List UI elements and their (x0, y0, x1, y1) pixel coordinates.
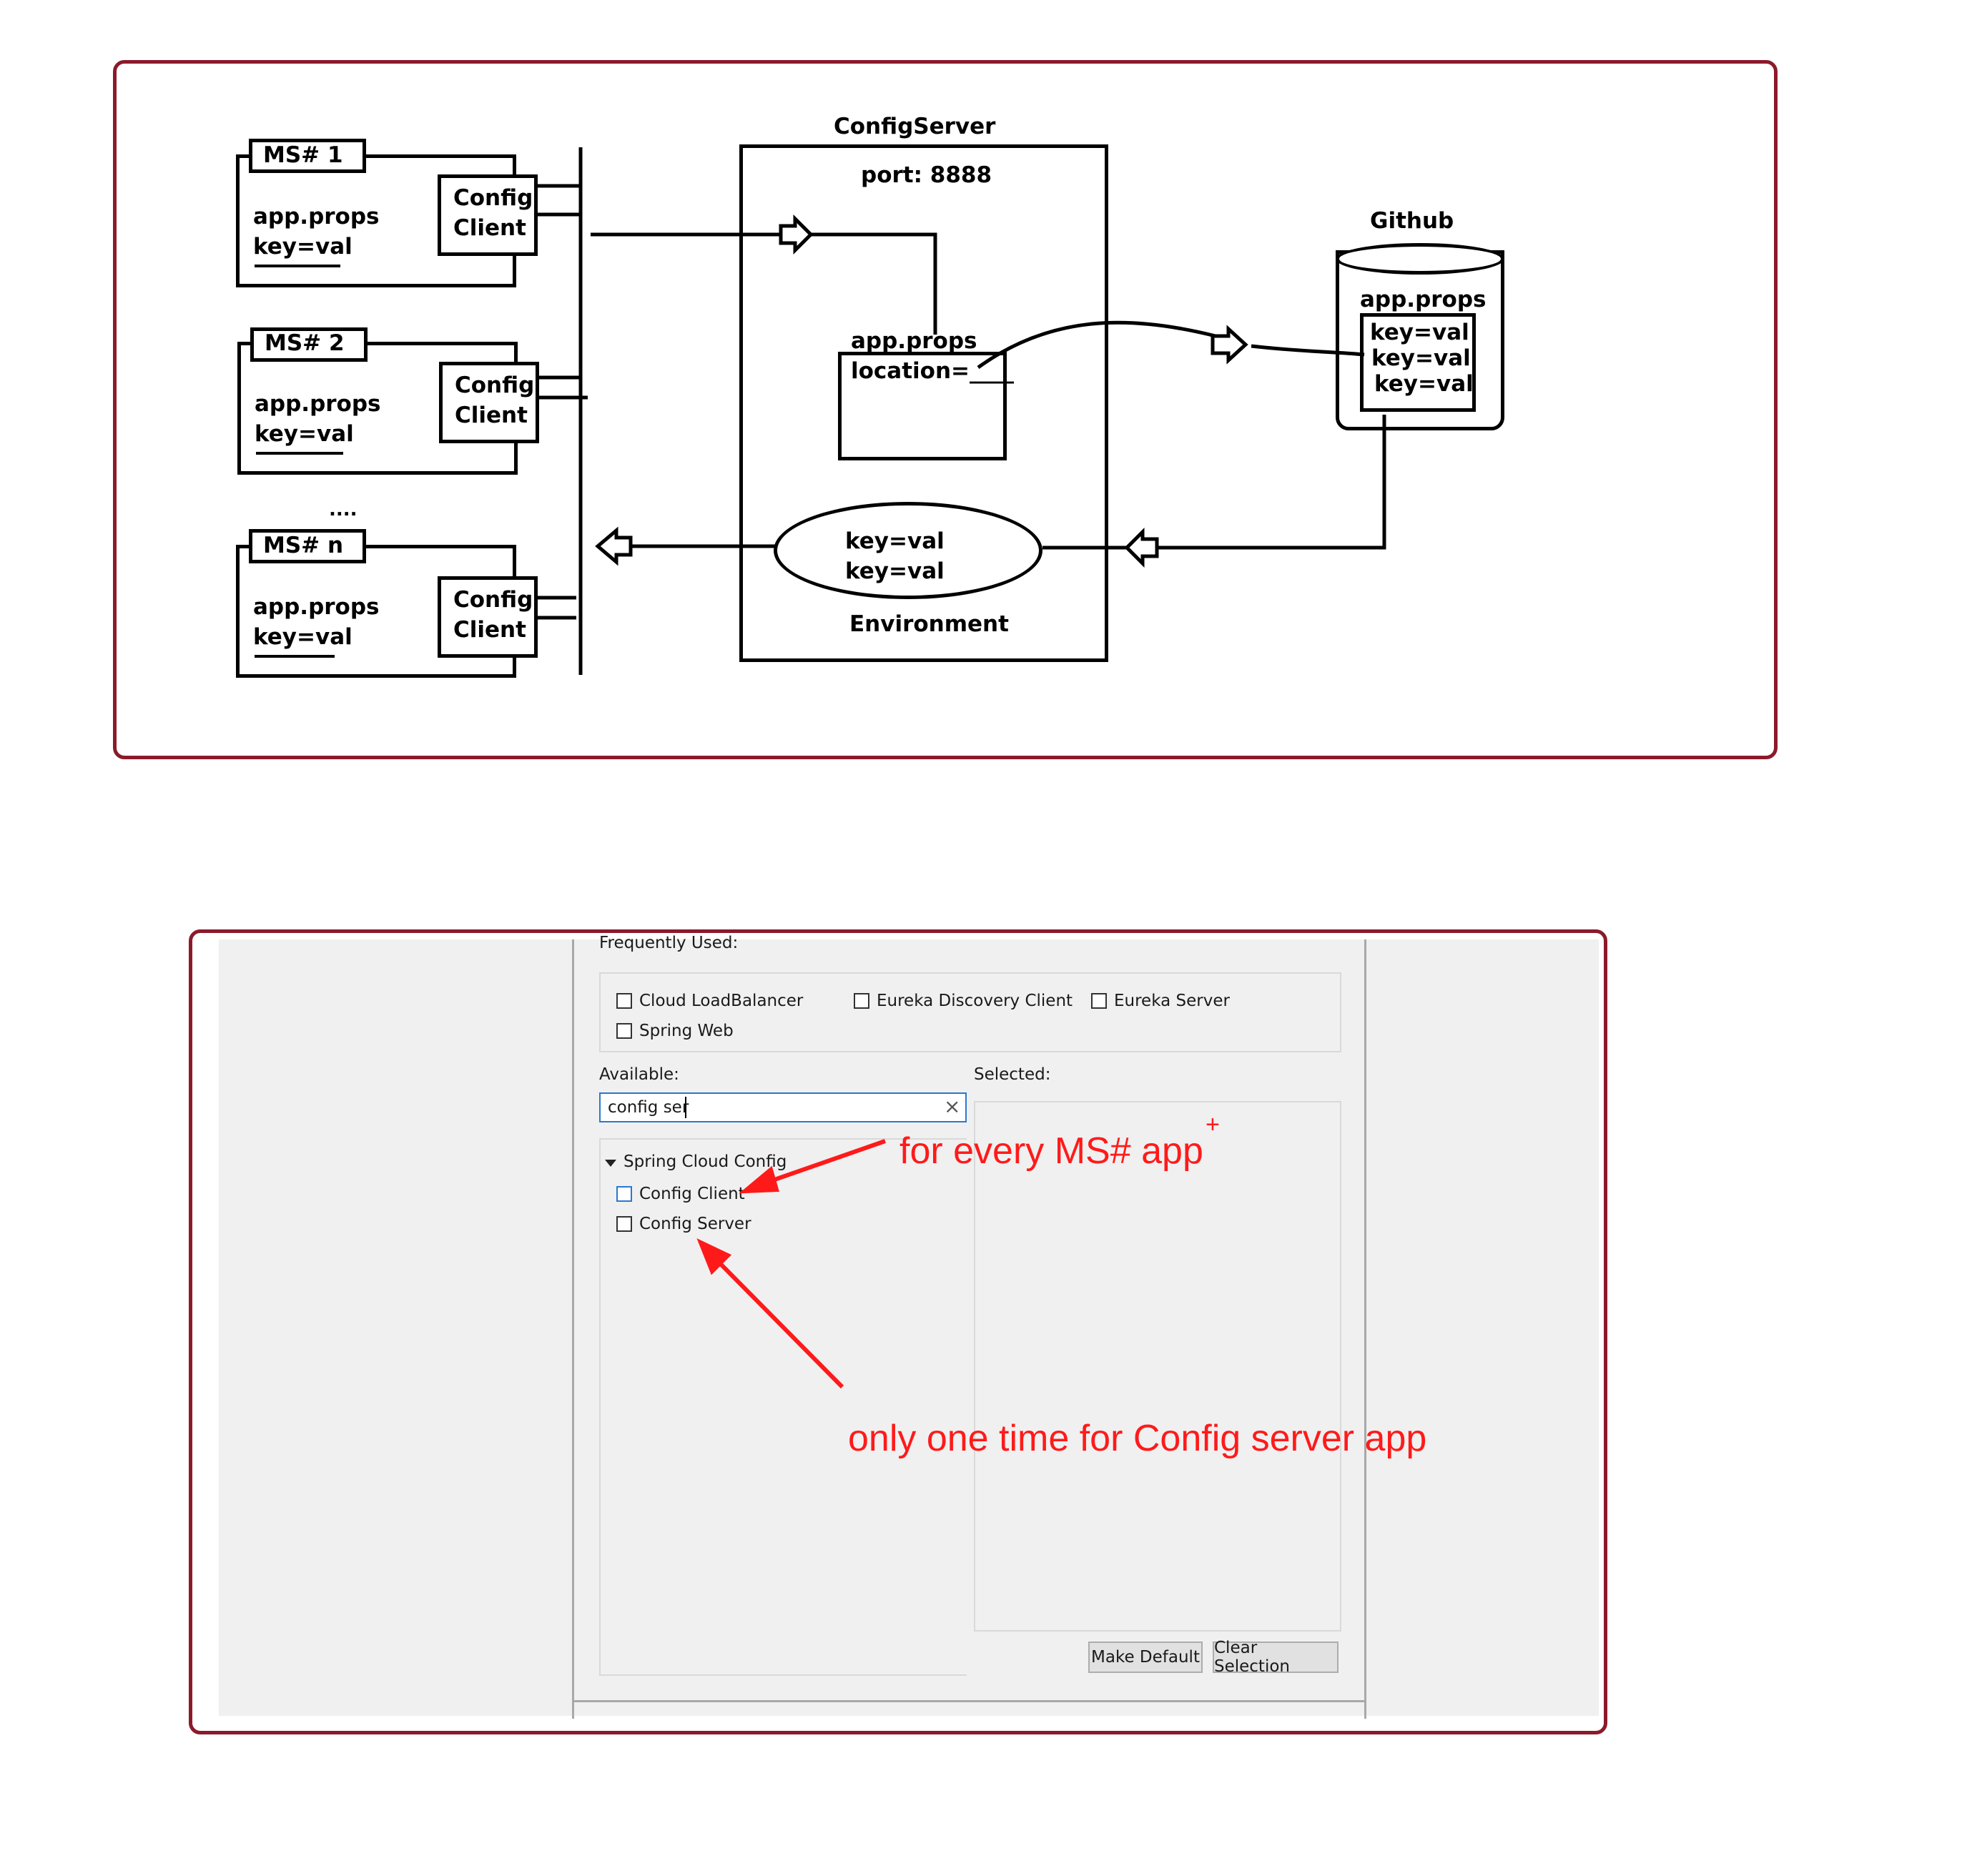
clear-search-icon[interactable]: × (944, 1095, 961, 1118)
make-default-button[interactable]: Make Default (1088, 1642, 1203, 1673)
github-link-line (1251, 344, 1365, 357)
tree-group-spring-cloud-config[interactable]: Spring Cloud Config (623, 1152, 787, 1171)
dialog-right-divider (1364, 939, 1366, 1719)
config-server-title: ConfigServer (834, 114, 996, 139)
chevron-down-icon[interactable] (605, 1160, 616, 1167)
config-client-1-line2: Client (453, 215, 526, 241)
checkbox-label: Cloud LoadBalancer (639, 991, 804, 1010)
microservice-2-kv: key=val (255, 421, 354, 447)
config-client-1-box (438, 174, 538, 256)
config-client-2-line1: Config (455, 372, 535, 398)
checkbox-eureka-discovery-client[interactable]: Eureka Discovery Client (854, 991, 1073, 1011)
clear-selection-button[interactable]: Clear Selection (1213, 1639, 1339, 1676)
config-client-n-line1: Config (453, 587, 533, 613)
search-input-value: config ser (608, 1098, 689, 1117)
checkbox-label: Eureka Server (1114, 991, 1230, 1010)
microservice-1-props: app.props (253, 204, 380, 229)
checkbox-spring-web[interactable]: Spring Web (616, 1021, 734, 1041)
checkbox-label: Spring Web (639, 1021, 734, 1040)
request-line (591, 232, 937, 335)
annotation-arrow-client (761, 1139, 886, 1186)
config-client-2-box (439, 362, 539, 443)
checkbox-eureka-server[interactable]: Eureka Server (1091, 991, 1230, 1011)
diagram-frame (113, 60, 1778, 759)
request-arrow (779, 214, 814, 255)
microservice-1-underline (255, 265, 340, 267)
microservice-2-props: app.props (255, 391, 381, 417)
checkbox-label: Config Server (639, 1214, 751, 1233)
github-props-box (1360, 313, 1476, 412)
dialog-bottom-divider (572, 1700, 1366, 1702)
environment-ellipse (774, 502, 1042, 599)
microservice-1-tag (249, 139, 366, 173)
checkbox-label: Config Client (639, 1184, 745, 1203)
config-client-n-box (438, 576, 538, 658)
annotation-plus: + (1206, 1111, 1220, 1138)
available-label: Available: (599, 1065, 679, 1084)
microservice-1-kv: key=val (253, 234, 353, 260)
environment-kv-2: key=val (845, 558, 945, 584)
microservice-n-tag (249, 529, 366, 563)
location-curve (977, 320, 1216, 370)
github-kv-1: key=val (1370, 320, 1469, 345)
search-caret (685, 1097, 686, 1118)
frequently-used-group (599, 972, 1341, 1052)
microservice-n-underline (255, 655, 335, 658)
more-services-ellipsis: .... (329, 499, 358, 520)
microservice-2-underline (256, 452, 343, 455)
server-props-title: app.props (851, 328, 977, 354)
available-list (599, 1138, 967, 1676)
checkbox-box[interactable] (1091, 993, 1107, 1009)
microservice-n-props: app.props (253, 594, 380, 620)
checkbox-box[interactable] (854, 993, 869, 1009)
fetch-arrow (1211, 325, 1248, 365)
annotation-arrow-server (711, 1255, 844, 1389)
github-kv-2: key=val (1371, 345, 1471, 371)
checkbox-box[interactable] (616, 1023, 632, 1039)
search-input[interactable] (599, 1092, 967, 1122)
environment-label: Environment (849, 611, 1009, 637)
checkbox-label: Eureka Discovery Client (877, 991, 1073, 1010)
config-server-port: port: 8888 (861, 162, 992, 188)
server-props-box (838, 352, 1007, 460)
github-kv-3: key=val (1374, 371, 1474, 397)
github-return-line (1157, 415, 1386, 550)
checkbox-config-client[interactable]: Config Client (616, 1184, 745, 1204)
dialog-left-divider (572, 939, 574, 1719)
github-cylinder-top (1336, 243, 1504, 275)
checkbox-box[interactable] (616, 1186, 632, 1202)
github-return-arrow (1124, 527, 1159, 568)
annotation-arrowhead-server (696, 1238, 732, 1275)
annotation-server-note: only one time for Config server app (848, 1418, 1427, 1459)
config-client-1-line1: Config (453, 185, 533, 211)
github-props-title: app.props (1360, 287, 1487, 312)
checkbox-box[interactable] (616, 993, 632, 1009)
checkbox-cloud-loadbalancer[interactable]: Cloud LoadBalancer (616, 991, 803, 1011)
server-props-location: location=____ (851, 358, 1015, 384)
selected-label: Selected: (974, 1065, 1051, 1084)
annotation-client-note: for every MS# app (899, 1130, 1203, 1172)
checkbox-box[interactable] (616, 1216, 632, 1232)
dialog-frame (189, 929, 1607, 1734)
frequently-used-label: Frequently Used: (599, 934, 739, 952)
config-client-n-line2: Client (453, 617, 526, 643)
microservice-2-tag-label: MS# 2 (265, 330, 345, 356)
checkbox-config-server[interactable]: Config Server (616, 1214, 751, 1234)
annotation-arrowhead-client (739, 1165, 779, 1194)
environment-kv-1: key=val (845, 528, 945, 554)
microservice-n-tag-label: MS# n (263, 533, 344, 558)
microservice-n-kv: key=val (253, 624, 353, 650)
microservice-1-tag-label: MS# 1 (263, 142, 343, 168)
dialog-panel (219, 939, 1599, 1716)
selected-list (974, 1101, 1341, 1631)
github-title: Github (1370, 208, 1454, 234)
microservice-2-tag (250, 327, 368, 362)
environment-return-arrow (595, 526, 633, 566)
config-server-box (739, 144, 1108, 662)
config-client-2-line2: Client (455, 403, 528, 428)
